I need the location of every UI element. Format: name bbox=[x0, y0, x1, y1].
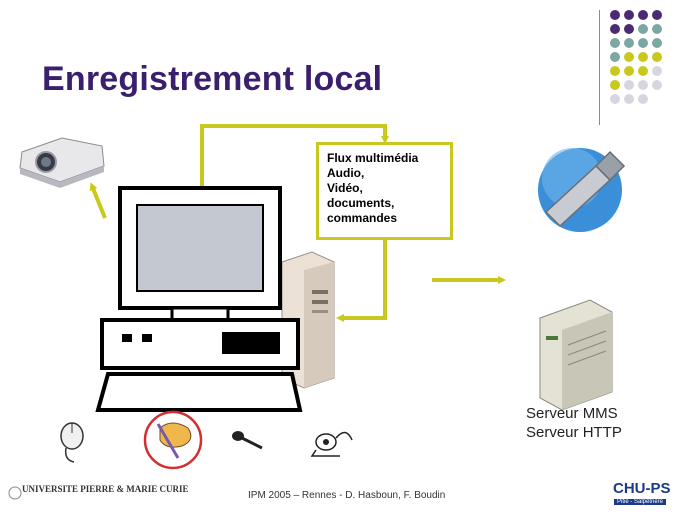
flux-line: Vidéo, bbox=[327, 181, 363, 195]
decorative-dot bbox=[652, 66, 662, 76]
slide-title: Enregistrement local bbox=[42, 60, 383, 98]
decorative-dot bbox=[624, 52, 634, 62]
decorative-dot bbox=[638, 10, 648, 20]
decorative-dot bbox=[624, 24, 634, 34]
flux-line: Audio, bbox=[327, 166, 365, 180]
mouse-icon bbox=[60, 422, 84, 463]
arrow-computer-to-flux bbox=[200, 124, 389, 188]
server-icon bbox=[539, 299, 613, 411]
chu-name: CHU-PS bbox=[613, 480, 671, 497]
arrow-flux-to-tower bbox=[336, 240, 387, 322]
decorative-dot bbox=[638, 24, 648, 34]
decorative-dot bbox=[610, 38, 620, 48]
flux-line: documents, bbox=[327, 196, 395, 210]
decorative-dot bbox=[610, 66, 620, 76]
computer-monitor-icon bbox=[118, 186, 282, 322]
decorative-dot bbox=[652, 52, 662, 62]
flux-description-box: Flux multimédia Audio, Vidéo, documents,… bbox=[316, 142, 453, 240]
decorative-dot bbox=[638, 94, 648, 104]
decorative-dot bbox=[624, 66, 634, 76]
decorative-dot bbox=[638, 38, 648, 48]
decorative-dot bbox=[652, 38, 662, 48]
arrow-to-projector bbox=[89, 182, 107, 219]
flux-line: Flux multimédia bbox=[327, 151, 419, 165]
decorative-dot bbox=[624, 80, 634, 90]
decorative-dot bbox=[624, 38, 634, 48]
decorative-dot bbox=[638, 52, 648, 62]
usb-key-icon bbox=[538, 148, 626, 232]
server-labels: Serveur MMS Serveur HTTP bbox=[526, 404, 622, 442]
decorative-dot bbox=[652, 80, 662, 90]
decorative-dot bbox=[624, 10, 634, 20]
decorative-dot bbox=[610, 10, 620, 20]
decorative-dot bbox=[652, 24, 662, 34]
decorative-dot-grid bbox=[610, 10, 689, 110]
decorative-dot bbox=[652, 10, 662, 20]
chu-subtitle: Pitié - Salpêtrière bbox=[614, 499, 667, 505]
highlight-circle bbox=[143, 410, 203, 470]
decorative-dot bbox=[638, 66, 648, 76]
decorative-dot bbox=[624, 94, 634, 104]
university-name: UNIVERSITE PIERRE & MARIE CURIE bbox=[22, 484, 189, 494]
decorative-dot bbox=[638, 80, 648, 90]
computer-case-icon bbox=[100, 318, 300, 370]
slide-footer: IPM 2005 – Rennes - D. Hasboun, F. Boudi… bbox=[248, 490, 446, 501]
webcam-icon bbox=[310, 431, 353, 457]
keyboard-icon bbox=[95, 372, 303, 412]
university-logo: UNIVERSITE PIERRE & MARIE CURIE bbox=[8, 476, 189, 510]
decorative-dot bbox=[610, 24, 620, 34]
divider-line bbox=[599, 10, 600, 125]
chu-logo: CHU-PS Pitié - Salpêtrière bbox=[610, 480, 680, 510]
flux-line: commandes bbox=[327, 211, 398, 225]
server-label-http: Serveur HTTP bbox=[526, 424, 622, 441]
decorative-dot bbox=[610, 80, 620, 90]
university-seal-icon bbox=[8, 486, 22, 500]
projector-icon bbox=[19, 137, 105, 188]
pen-tablet-icon bbox=[156, 422, 192, 459]
microphone-icon bbox=[232, 431, 263, 450]
decorative-dot bbox=[610, 94, 620, 104]
decorative-dot bbox=[610, 52, 620, 62]
server-label-mms: Serveur MMS bbox=[526, 405, 618, 422]
